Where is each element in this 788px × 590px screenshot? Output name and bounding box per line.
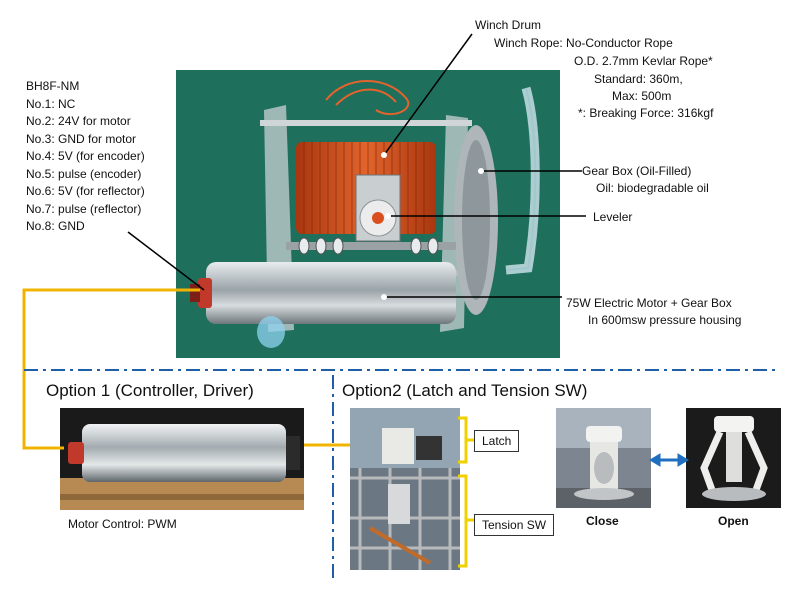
pin-item: No.8: GND <box>26 219 85 233</box>
connector-pin-list: BH8F-NM No.1: NC No.2: 24V for motor No.… <box>26 78 145 236</box>
pin-item: No.1: NC <box>26 96 76 111</box>
open-illustration <box>700 416 768 501</box>
tension-bracket <box>458 474 474 568</box>
winch-illustration <box>190 80 540 348</box>
pin-item: No.5: pulse (encoder) <box>26 166 142 181</box>
option2-title: Option2 (Latch and Tension SW) <box>342 381 588 400</box>
winch-rope-line: Winch Rope: No-Conductor Rope <box>494 36 673 50</box>
pin-item: No.7: pulse (reflector) <box>26 201 142 216</box>
gearbox-label: Gear Box (Oil-Filled) <box>582 164 692 178</box>
leveler-label: Leveler <box>593 210 633 224</box>
winch-photo <box>176 70 560 358</box>
pin-item: No.6: 5V (for reflector) <box>26 184 145 198</box>
tension-sw-label: Tension SW <box>474 514 555 536</box>
close-photo <box>556 408 651 508</box>
motor-housing-label: In 600msw pressure housing <box>588 313 742 327</box>
latch-bracket <box>458 416 474 464</box>
open-caption: Open <box>718 514 749 528</box>
pin-item: No.2: 24V for motor <box>26 114 131 128</box>
latch-tension-photo <box>350 408 460 570</box>
latch-label: Latch <box>474 430 520 452</box>
pin-item: No.4: 5V (for encoder) <box>26 149 145 163</box>
winch-drum-label: Winch Drum <box>475 18 542 32</box>
winch-rope-line: *: Breaking Force: 316kgf <box>578 106 714 120</box>
motor-control-caption: Motor Control: PWM <box>68 517 177 531</box>
winch-rope-line: O.D. 2.7mm Kevlar Rope* <box>574 54 713 68</box>
gearbox-oil-label: Oil: biodegradable oil <box>596 181 709 195</box>
pin-item: No.3: GND for motor <box>26 131 137 146</box>
winch-rope-line: Standard: 360m, <box>594 72 683 86</box>
open-photo <box>686 408 781 508</box>
option1-title: Option 1 (Controller, Driver) <box>46 381 254 400</box>
winch-rope-line: Max: 500m <box>612 89 672 103</box>
connector-title: BH8F-NM <box>26 79 80 93</box>
motor-label: 75W Electric Motor + Gear Box <box>566 296 732 310</box>
latch-tension-illustration <box>350 408 460 570</box>
close-open-arrow <box>649 453 689 467</box>
controller-photo <box>60 408 304 510</box>
close-illustration <box>556 408 651 508</box>
close-caption: Close <box>586 514 619 528</box>
controller-illustration <box>60 424 304 510</box>
